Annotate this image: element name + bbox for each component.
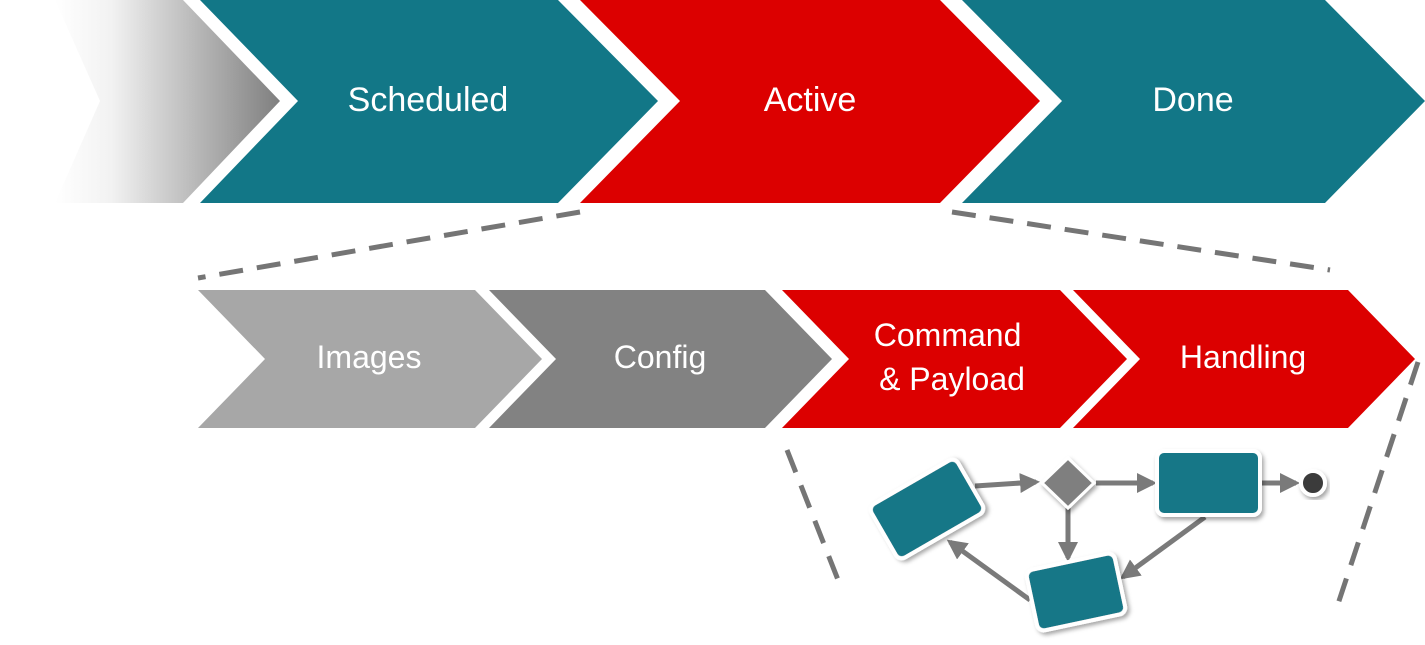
- substage-images-label: Images: [317, 339, 422, 375]
- flow-arrow-box-to-bottom: [1119, 514, 1207, 580]
- substage-handling-label: Handling: [1180, 339, 1306, 375]
- zoom-line-right: [951, 209, 1331, 273]
- stage-scheduled-label: Scheduled: [348, 81, 509, 119]
- zoom-line-left: [197, 209, 581, 281]
- stage-done-label: Done: [1152, 81, 1233, 119]
- stage-active: Active: [580, 0, 1040, 203]
- flow-arrow-start-to-decision: [974, 473, 1040, 494]
- flow-end-dot: [1299, 469, 1327, 497]
- flow-diagram: [868, 449, 1327, 633]
- substage-command-payload: Command & Payload: [782, 290, 1127, 428]
- substage-command-payload-label: Command & Payload: [874, 317, 1031, 397]
- flow-task-box-bottom: [1024, 551, 1128, 633]
- substage-config: Config: [489, 290, 832, 428]
- substage-images: Images: [198, 290, 542, 428]
- zoom-line-lower-left: [784, 449, 845, 591]
- flow-task-box-start: [868, 457, 986, 561]
- stage-scheduled: Scheduled: [200, 0, 658, 203]
- stage-active-label: Active: [764, 81, 857, 119]
- flow-arrow-bottom-to-start: [946, 539, 1032, 603]
- flow-task-box-right: [1155, 449, 1262, 517]
- substage-handling: Handling: [1073, 290, 1415, 428]
- sub-stage-row: Images Config Command & Payload Handling: [198, 290, 1415, 428]
- substage-config-label: Config: [614, 339, 707, 375]
- previous-stage-faded-chevron: [55, 0, 280, 203]
- zoom-line-lower-right: [1334, 361, 1421, 608]
- top-stage-row: Scheduled Active Done: [55, 0, 1425, 203]
- stage-done: Done: [962, 0, 1425, 203]
- flow-decision-diamond: [1039, 455, 1097, 511]
